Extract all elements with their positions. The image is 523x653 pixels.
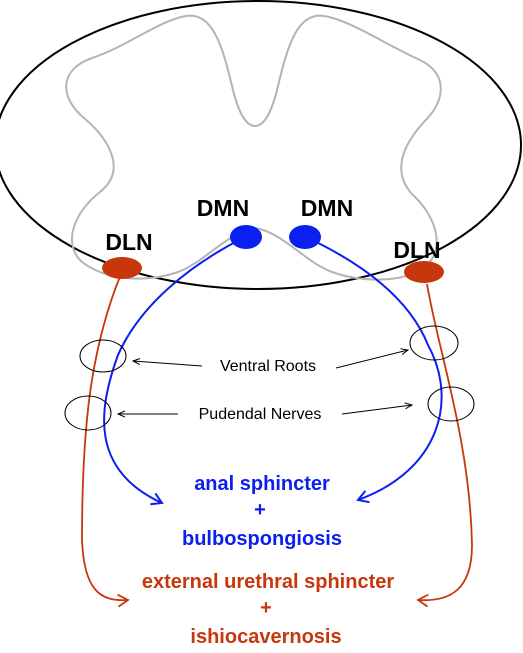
blue-target-plus: + [254,499,266,521]
red-target-line2: ishiocavernosis [190,626,341,648]
ventral-root-left-circle [80,340,126,372]
dln-left-label: DLN [105,229,152,255]
dln-left-nucleus [102,257,142,279]
pudendal-nerves-right-arrow [342,405,412,414]
ventral-roots-right-arrow [336,350,408,368]
blue-target-line2: bulbospongiosis [182,528,342,550]
blue-target-line1: anal sphincter [194,473,330,495]
dmn-left-nucleus [230,225,262,249]
ventral-root-right-circle [410,326,458,360]
red-target-plus: + [260,597,272,619]
red-target-line1: external urethral sphincter [142,571,395,593]
dln-right-label: DLN [393,237,440,263]
dmn-left-label: DMN [197,195,249,221]
dmn-right-label: DMN [301,195,353,221]
spinal-cord-outline [0,1,521,289]
dln-right-nucleus [404,261,444,283]
dmn-right-nucleus [289,225,321,249]
ventral-roots-label: Ventral Roots [220,358,316,375]
pudendal-nerves-label: Pudendal Nerves [199,406,322,423]
dln-right-pathway [418,284,472,600]
ventral-roots-left-arrow [133,361,202,366]
